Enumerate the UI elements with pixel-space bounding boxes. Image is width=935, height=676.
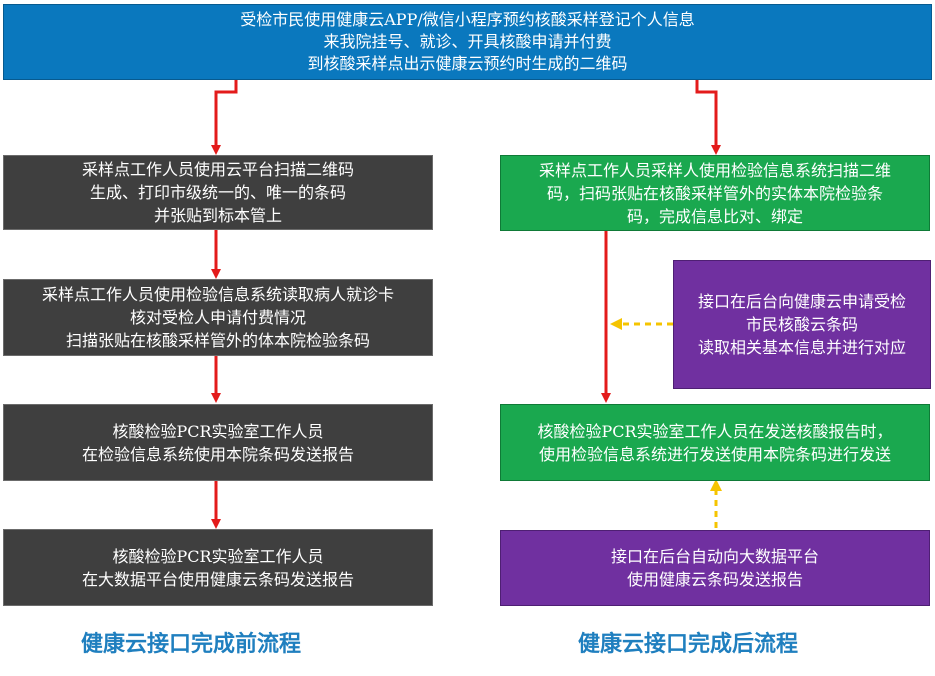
after-step1-box: 采样点工作人员采样人使用检验信息系统扫描二维 码，扫码张贴在核酸采样管外的实体本…	[500, 155, 930, 231]
before-step2-line: 采样点工作人员使用检验信息系统读取病人就诊卡	[41, 285, 394, 304]
after-step1-line: 采样点工作人员采样人使用检验信息系统扫描二维	[538, 160, 891, 180]
before-step3-line: 核酸检验PCR实验室工作人员	[112, 421, 324, 441]
before-step1-box: 采样点工作人员使用云平台扫描二维码 生成、打印市级统一的、唯一的条码 并张贴到标…	[3, 155, 433, 230]
after-step2-line: 核酸检验PCR实验室工作人员在发送核酸报告时，	[537, 421, 893, 441]
interface2-line: 接口在后台自动向大数据平台	[610, 547, 819, 566]
interface2-box: 接口在后台自动向大数据平台 使用健康云条码发送报告	[500, 530, 930, 606]
arrow-top-to-after-step1	[695, 80, 721, 155]
before-step4-box: 核酸检验PCR实验室工作人员 在大数据平台使用健康云条码发送报告	[3, 529, 433, 606]
before-step1-line: 采样点工作人员使用云平台扫描二维码	[81, 160, 354, 179]
top-box-line: 受检市民使用健康云APP/微信小程序预约核酸采样登记个人信息	[240, 10, 695, 29]
top-box-line: 到核酸采样点出示健康云预约时生成的二维码	[307, 54, 628, 73]
before-caption: 健康云接口完成前流程	[81, 631, 302, 657]
before-step1-line: 生成、打印市级统一的、唯一的条码	[89, 183, 346, 202]
top-box: 受检市民使用健康云APP/微信小程序预约核酸采样登记个人信息 来我院挂号、就诊、…	[3, 4, 932, 80]
after-step1-line: 码，扫码张贴在核酸采样管外的实体本院检验条	[546, 183, 883, 203]
before-step4-line: 在大数据平台使用健康云条码发送报告	[81, 569, 354, 589]
interface2-line: 使用健康云条码发送报告	[626, 570, 803, 589]
after-caption: 健康云接口完成后流程	[578, 631, 799, 657]
before-step3-box: 核酸检验PCR实验室工作人员 在检验信息系统使用本院条码发送报告	[3, 404, 433, 481]
arrow-top-to-before-step1	[211, 80, 238, 155]
before-step3-line: 在检验信息系统使用本院条码发送报告	[81, 444, 354, 464]
interface1-line: 接口在后台向健康云申请受检	[697, 292, 906, 311]
top-box-line: 来我院挂号、就诊、开具核酸申请并付费	[323, 32, 612, 51]
before-step2-box: 采样点工作人员使用检验信息系统读取病人就诊卡 核对受检人申请付费情况 扫描张贴在…	[3, 279, 433, 356]
after-step2-box: 核酸检验PCR实验室工作人员在发送核酸报告时， 使用检验信息系统进行发送使用本院…	[500, 404, 930, 481]
after-step1-line: 码，完成信息比对、绑定	[626, 206, 803, 226]
interface1-line: 读取相关基本信息并进行对应	[697, 338, 906, 357]
before-step4-line: 核酸检验PCR实验室工作人员	[112, 546, 324, 566]
before-step2-line: 扫描张贴在核酸采样管外的体本院检验条码	[65, 331, 370, 350]
interface1-line: 市民核酸云条码	[745, 315, 858, 334]
interface1-box: 接口在后台向健康云申请受检 市民核酸云条码 读取相关基本信息并进行对应	[673, 260, 931, 389]
before-step2-line: 核对受检人申请付费情况	[129, 308, 306, 327]
after-step2-line: 使用检验信息系统进行发送使用本院条码进行发送	[538, 444, 891, 464]
before-step1-line: 并张贴到标本管上	[153, 206, 282, 225]
